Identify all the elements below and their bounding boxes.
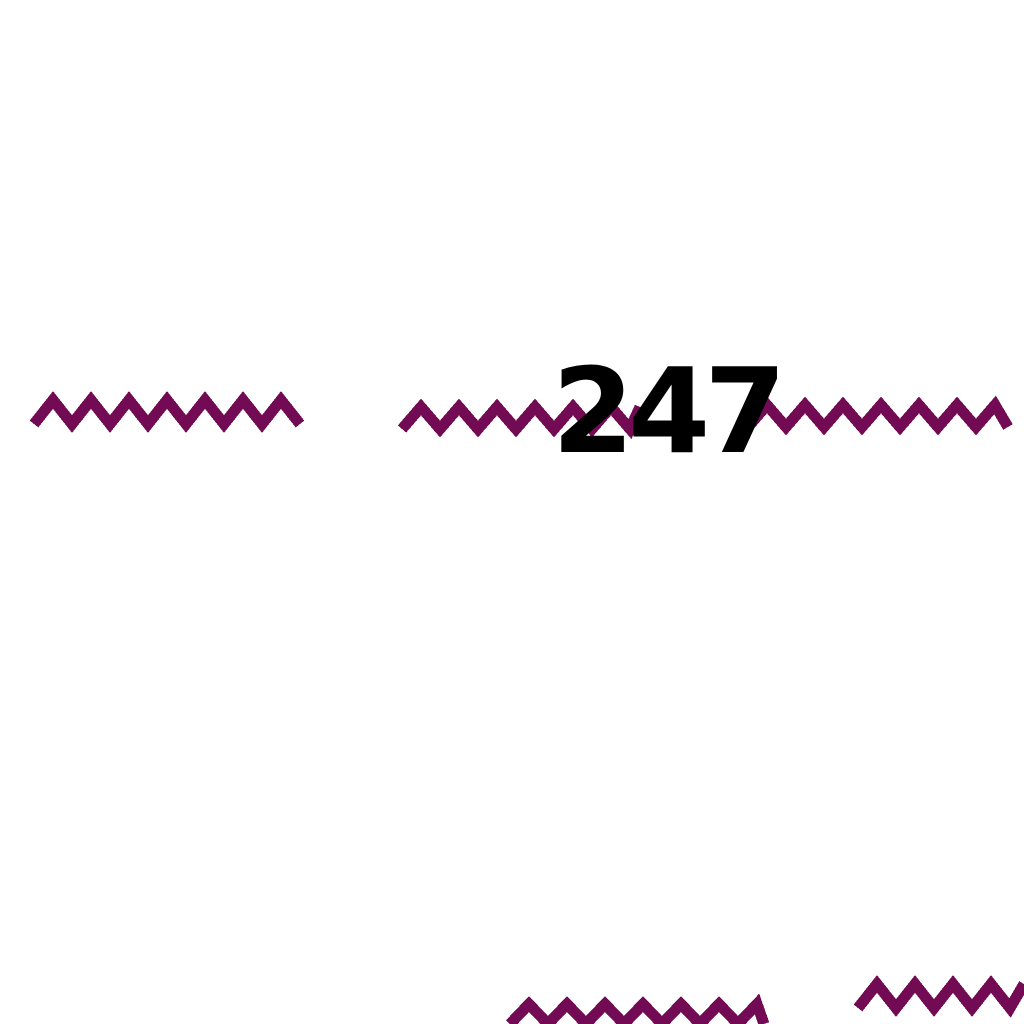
squiggle-line-2 — [397, 398, 646, 440]
squiggle-line-3 — [743, 395, 1013, 436]
number-label: 247 — [552, 342, 780, 480]
squiggle-group — [29, 391, 1024, 1024]
squiggle-line-5 — [506, 993, 770, 1024]
squiggle-line-4 — [853, 975, 1024, 1018]
squiggle-line-1 — [29, 391, 305, 433]
